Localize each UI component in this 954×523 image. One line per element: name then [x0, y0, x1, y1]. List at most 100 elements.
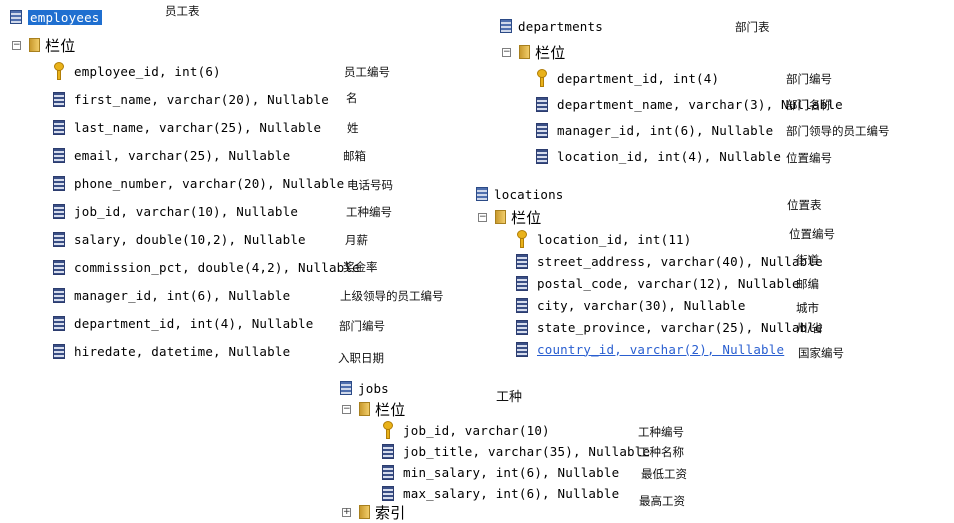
column-label: commission_pct, double(4,2), Nullable	[74, 259, 360, 275]
folder-node-columns[interactable]: − 栏位	[12, 35, 75, 55]
column-label: phone_number, varchar(20), Nullable	[74, 175, 345, 191]
column-node[interactable]: manager_id, int(6), Nullable	[536, 120, 773, 140]
column-node[interactable]: max_salary, int(6), Nullable	[382, 483, 619, 503]
column-icon	[536, 122, 548, 138]
column-comment: 上级领导的员工编号	[340, 289, 444, 303]
column-label: job_id, varchar(10)	[403, 422, 550, 438]
column-node[interactable]: job_id, varchar(10), Nullable	[53, 201, 298, 221]
column-node[interactable]: employee_id, int(6)	[53, 61, 221, 81]
folder-node-indexes[interactable]: + 索引	[342, 502, 405, 522]
table-node-jobs[interactable]: jobs	[340, 378, 389, 398]
column-label: manager_id, int(6), Nullable	[74, 287, 291, 303]
column-icon	[53, 287, 65, 303]
column-icon	[53, 259, 65, 275]
column-label[interactable]: country_id, varchar(2), Nullable	[537, 341, 785, 357]
folder-node-columns[interactable]: − 栏位	[478, 207, 541, 227]
column-label: department_id, int(4), Nullable	[74, 315, 314, 331]
column-icon	[53, 175, 65, 191]
collapse-icon[interactable]: −	[478, 211, 487, 222]
column-comment: 姓	[347, 121, 359, 135]
table-node-locations[interactable]: locations	[476, 184, 564, 204]
column-node[interactable]: commission_pct, double(4,2), Nullable	[53, 257, 360, 277]
column-icon	[53, 119, 65, 135]
column-node[interactable]: state_province, varchar(25), Nullable	[516, 317, 823, 337]
folder-node-columns[interactable]: − 栏位	[342, 399, 405, 419]
column-node[interactable]: hiredate, datetime, Nullable	[53, 341, 290, 361]
column-node[interactable]: location_id, int(4), Nullable	[536, 146, 781, 166]
column-label: job_title, varchar(35), Nullable	[403, 443, 651, 459]
column-node[interactable]: city, varchar(30), Nullable	[516, 295, 746, 315]
column-node[interactable]: postal_code, varchar(12), Nullable	[516, 273, 800, 293]
column-comment: 电话号码	[347, 178, 393, 192]
column-label: location_id, int(11)	[537, 231, 692, 247]
column-node[interactable]: country_id, varchar(2), Nullable	[516, 339, 784, 359]
column-icon	[53, 91, 65, 107]
table-name[interactable]: employees	[28, 9, 102, 25]
folder-label: 栏位	[535, 43, 566, 62]
column-comment: 国家编号	[798, 346, 844, 360]
column-comment: 最低工资	[641, 467, 687, 481]
collapse-icon[interactable]: −	[502, 46, 511, 57]
table-node-employees[interactable]: employees	[10, 7, 102, 27]
column-node[interactable]: manager_id, int(6), Nullable	[53, 285, 290, 305]
table-comment: 部门表	[735, 20, 770, 34]
expand-icon[interactable]: +	[342, 506, 351, 517]
column-icon	[516, 319, 528, 335]
folder-icon	[359, 505, 370, 519]
column-node[interactable]: department_name, varchar(3), Nullable	[536, 94, 843, 114]
table-node-departments[interactable]: departments	[500, 16, 603, 36]
table-name[interactable]: locations	[494, 186, 564, 202]
column-label: min_salary, int(6), Nullable	[403, 464, 620, 480]
column-label: manager_id, int(6), Nullable	[557, 122, 774, 138]
column-label: max_salary, int(6), Nullable	[403, 485, 620, 501]
table-name[interactable]: jobs	[358, 380, 389, 396]
column-label: street_address, varchar(40), Nullable	[537, 253, 823, 269]
column-label: first_name, varchar(20), Nullable	[74, 91, 329, 107]
column-label: last_name, varchar(25), Nullable	[74, 119, 322, 135]
column-icon	[382, 485, 394, 501]
table-name[interactable]: departments	[518, 18, 603, 34]
column-node[interactable]: phone_number, varchar(20), Nullable	[53, 173, 344, 193]
column-node[interactable]: salary, double(10,2), Nullable	[53, 229, 306, 249]
table-comment: 工种	[496, 390, 523, 405]
column-comment: 最高工资	[639, 494, 685, 508]
column-icon	[382, 464, 394, 480]
column-node[interactable]: street_address, varchar(40), Nullable	[516, 251, 823, 271]
column-node[interactable]: min_salary, int(6), Nullable	[382, 462, 619, 482]
table-comment: 位置表	[787, 198, 822, 212]
column-icon	[382, 443, 394, 459]
column-icon	[53, 147, 65, 163]
column-icon	[53, 315, 65, 331]
collapse-icon[interactable]: −	[342, 403, 351, 414]
column-node[interactable]: job_id, varchar(10)	[382, 420, 550, 440]
table-comment: 员工表	[165, 4, 200, 18]
column-node[interactable]: first_name, varchar(20), Nullable	[53, 89, 329, 109]
column-icon	[536, 148, 548, 164]
column-node[interactable]: job_title, varchar(35), Nullable	[382, 441, 650, 461]
column-icon	[53, 203, 65, 219]
column-node[interactable]: email, varchar(25), Nullable	[53, 145, 290, 165]
column-label: hiredate, datetime, Nullable	[74, 343, 291, 359]
column-node[interactable]: department_id, int(4)	[536, 68, 719, 88]
column-label: department_name, varchar(3), Nullable	[557, 96, 843, 112]
folder-icon	[29, 38, 40, 52]
column-label: postal_code, varchar(12), Nullable	[537, 275, 800, 291]
column-icon	[516, 341, 528, 357]
collapse-icon[interactable]: −	[12, 39, 21, 50]
column-icon	[516, 253, 528, 269]
column-comment: 城市	[796, 301, 819, 315]
folder-icon	[519, 45, 530, 59]
column-comment: 部门名称	[786, 98, 832, 112]
folder-node-columns[interactable]: − 栏位	[502, 42, 565, 62]
folder-icon	[359, 402, 370, 416]
column-icon	[516, 275, 528, 291]
table-icon	[476, 187, 488, 201]
column-node[interactable]: department_id, int(4), Nullable	[53, 313, 314, 333]
table-icon	[10, 10, 22, 24]
folder-label: 栏位	[45, 36, 76, 55]
column-node[interactable]: location_id, int(11)	[516, 229, 692, 249]
column-comment: 员工编号	[344, 65, 390, 79]
column-icon	[53, 231, 65, 247]
column-node[interactable]: last_name, varchar(25), Nullable	[53, 117, 321, 137]
column-comment: 工种编号	[346, 205, 392, 219]
